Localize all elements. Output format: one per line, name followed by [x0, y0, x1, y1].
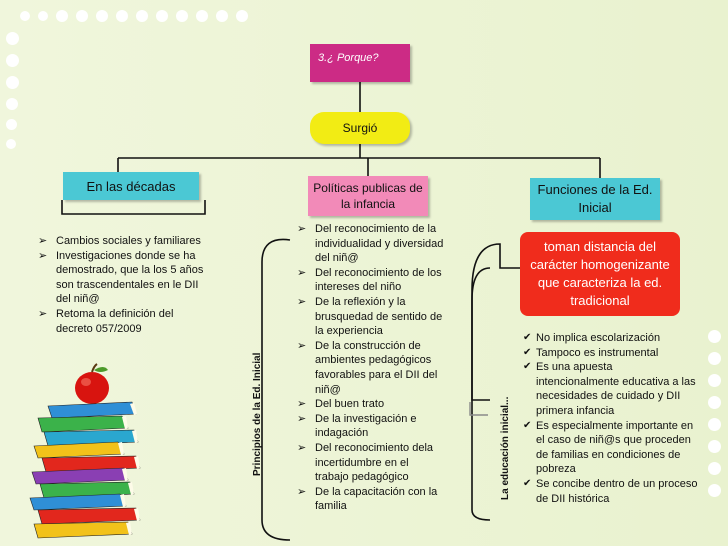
books-apple-illustration: [29, 363, 141, 539]
list-item: De la investigación e indagación: [295, 412, 445, 441]
educacion-list: No implica escolarización Tampoco es ins…: [523, 331, 698, 506]
decorative-dots-left: [6, 32, 19, 149]
list-item: De la construcción de ambientes pedagógi…: [295, 339, 445, 397]
tradicional-box: toman distancia del carácter homogenizan…: [520, 232, 680, 316]
surgio-box: Surgió: [310, 112, 410, 144]
principios-label: Principios de la Ed. Inicial: [252, 352, 263, 476]
list-item: De la capacitación con la familia: [295, 485, 445, 514]
list-item: De la reflexión y la brusquedad de senti…: [295, 295, 445, 339]
educacion-label: La educación inicial...: [500, 396, 511, 500]
list-item: Del reconocimiento de los intereses del …: [295, 266, 445, 295]
list-item: Es una apuesta intencionalmente educativ…: [523, 360, 698, 418]
list-item: Es especialmente importante en el caso d…: [523, 419, 698, 477]
decorative-dots-right: [708, 330, 721, 497]
list-item: Del reconocimiento de la individualidad …: [295, 222, 445, 266]
decadas-list: Cambios sociales y familiares Investigac…: [36, 234, 206, 336]
list-item: Tampoco es instrumental: [523, 346, 698, 361]
funciones-box: Funciones de la Ed. Inicial: [530, 178, 660, 220]
decorative-dots-top: [20, 10, 248, 22]
list-item: Investigaciones donde se ha demostrado, …: [36, 249, 206, 307]
list-item: Se concibe dentro de un proceso de DII h…: [523, 477, 698, 506]
list-item: Del buen trato: [295, 397, 445, 412]
decadas-box: En las décadas: [63, 172, 199, 200]
principios-list: Del reconocimiento de la individualidad …: [295, 222, 445, 514]
title-box: 3.¿ Porque?: [310, 44, 410, 82]
list-item: Del reconocimiento dela incertidumbre en…: [295, 441, 445, 485]
list-item: Retoma la definición del decreto 057/200…: [36, 307, 206, 336]
politicas-box: Políticas publicas de la infancia: [308, 176, 428, 216]
list-item: Cambios sociales y familiares: [36, 234, 206, 249]
list-item: No implica escolarización: [523, 331, 698, 346]
